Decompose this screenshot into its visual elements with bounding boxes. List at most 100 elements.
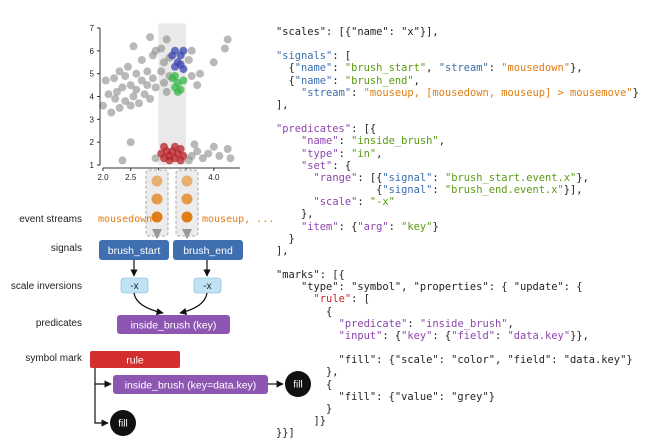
code-token: : <box>338 147 352 160</box>
predicate-node-inside-brush[interactable]: inside_brush (key) <box>117 315 230 334</box>
fill-node-conditional-label: fill <box>293 380 302 391</box>
code-token: "mousedown" <box>501 62 571 75</box>
data-point-grey <box>129 42 138 51</box>
code-line: } <box>276 402 333 415</box>
data-point-grey <box>101 76 110 85</box>
code-token: "type" <box>301 147 339 160</box>
x-tick-label: 2.5 <box>125 173 137 182</box>
data-point-grey <box>121 97 130 106</box>
event-label-mouseup: mouseup, ... <box>202 214 274 225</box>
data-point-grey <box>204 149 213 158</box>
signal-node-brush-start[interactable]: brush_start <box>99 240 169 260</box>
code-token <box>276 330 339 342</box>
scale-inversion-node-1-label: -x <box>130 281 138 292</box>
code-token: , <box>376 147 383 160</box>
data-point-grey <box>157 67 166 76</box>
data-point-grey <box>193 81 202 90</box>
code-line: }}] <box>276 427 295 440</box>
event-stream-mousedown <box>145 169 169 239</box>
rule-predicate-node[interactable]: inside_brush (key=data.key) <box>113 375 268 394</box>
code-token: "brush_start.event.x" <box>444 171 577 184</box>
signal-node-brush-end[interactable]: brush_end <box>173 240 243 260</box>
data-point-grey <box>107 108 116 117</box>
code-line: ]} <box>276 415 327 427</box>
code-token: "scale" <box>313 196 358 209</box>
y-tick-label: 5 <box>90 70 95 79</box>
code-token: : { <box>382 329 402 342</box>
code-token: : <box>357 196 370 209</box>
data-point-grey <box>118 83 127 92</box>
data-point-blue <box>176 60 185 69</box>
code-token: { <box>276 62 295 75</box>
row-label-symbol-mark: symbol mark <box>25 353 83 364</box>
data-point-grey <box>99 101 107 110</box>
code-token: "stream" <box>438 62 489 75</box>
x-tick-label: 4.0 <box>208 173 220 182</box>
data-point-grey <box>215 151 224 160</box>
code-token: : [{ <box>357 171 383 184</box>
code-line: ], <box>276 98 289 111</box>
code-token: "key" <box>401 329 433 342</box>
code-token: "name" <box>294 62 333 75</box>
code-token <box>276 135 301 147</box>
code-token: "stream" <box>301 86 352 99</box>
fill-node-default[interactable]: fill <box>110 410 136 436</box>
data-point-grey <box>143 67 152 76</box>
code-token <box>276 87 301 99</box>
data-point-green <box>171 72 179 80</box>
code-line: { <box>276 305 333 318</box>
code-token: "inside_brush" <box>419 317 508 330</box>
data-point-grey <box>123 62 132 71</box>
data-point-blue <box>171 46 179 55</box>
y-tick-label: 4 <box>90 93 95 102</box>
code-token: "signals" <box>276 50 333 63</box>
rule-predicate-node-label: inside_brush (key=data.key) <box>125 380 257 392</box>
rule-node[interactable]: rule <box>90 351 180 368</box>
data-point-red <box>160 142 168 151</box>
code-token: "signal" <box>382 171 433 184</box>
code-token: "key" <box>401 220 433 233</box>
code-token: : <box>432 184 445 197</box>
edge-inversion-to-predicate-1 <box>133 292 164 316</box>
row-label-event-streams: event streams <box>19 214 82 225</box>
code-line: }, <box>276 366 339 379</box>
code-token: "arg" <box>357 220 389 233</box>
code-token <box>276 196 314 208</box>
fill-node-conditional[interactable]: fill <box>285 371 311 397</box>
code-token: }], <box>563 184 583 197</box>
row-label-signals: signals <box>51 243 82 254</box>
y-tick-label: 6 <box>90 47 95 56</box>
code-token <box>276 318 339 330</box>
data-point-grey <box>110 74 119 83</box>
data-point-grey <box>132 69 141 78</box>
data-point-blue <box>179 46 188 55</box>
scale-inversion-node-2[interactable]: -x <box>193 277 222 294</box>
code-token: "-x" <box>369 196 395 209</box>
data-point-grey <box>151 83 160 92</box>
data-point-grey <box>140 90 149 99</box>
code-token: "set" <box>301 159 333 172</box>
data-point-grey <box>209 58 218 67</box>
code-token <box>276 221 301 233</box>
data-point-red <box>171 142 179 151</box>
code-token: } <box>432 220 439 233</box>
data-point-grey <box>220 44 229 53</box>
data-point-grey <box>160 58 168 67</box>
code-token <box>276 172 314 184</box>
code-token: { <box>276 74 295 87</box>
data-point-grey <box>115 103 124 112</box>
y-tick-label: 2 <box>90 138 95 147</box>
data-point-grey <box>162 35 171 44</box>
data-point-grey <box>187 72 196 80</box>
data-point-red <box>165 156 174 165</box>
scale-inversion-node-1[interactable]: -x <box>120 277 149 294</box>
y-tick-label: 3 <box>90 115 95 124</box>
data-point-grey <box>143 81 152 90</box>
data-point-grey <box>226 154 235 163</box>
data-point-grey <box>137 56 146 64</box>
data-point-grey <box>129 92 138 101</box>
data-point-grey <box>118 156 127 165</box>
